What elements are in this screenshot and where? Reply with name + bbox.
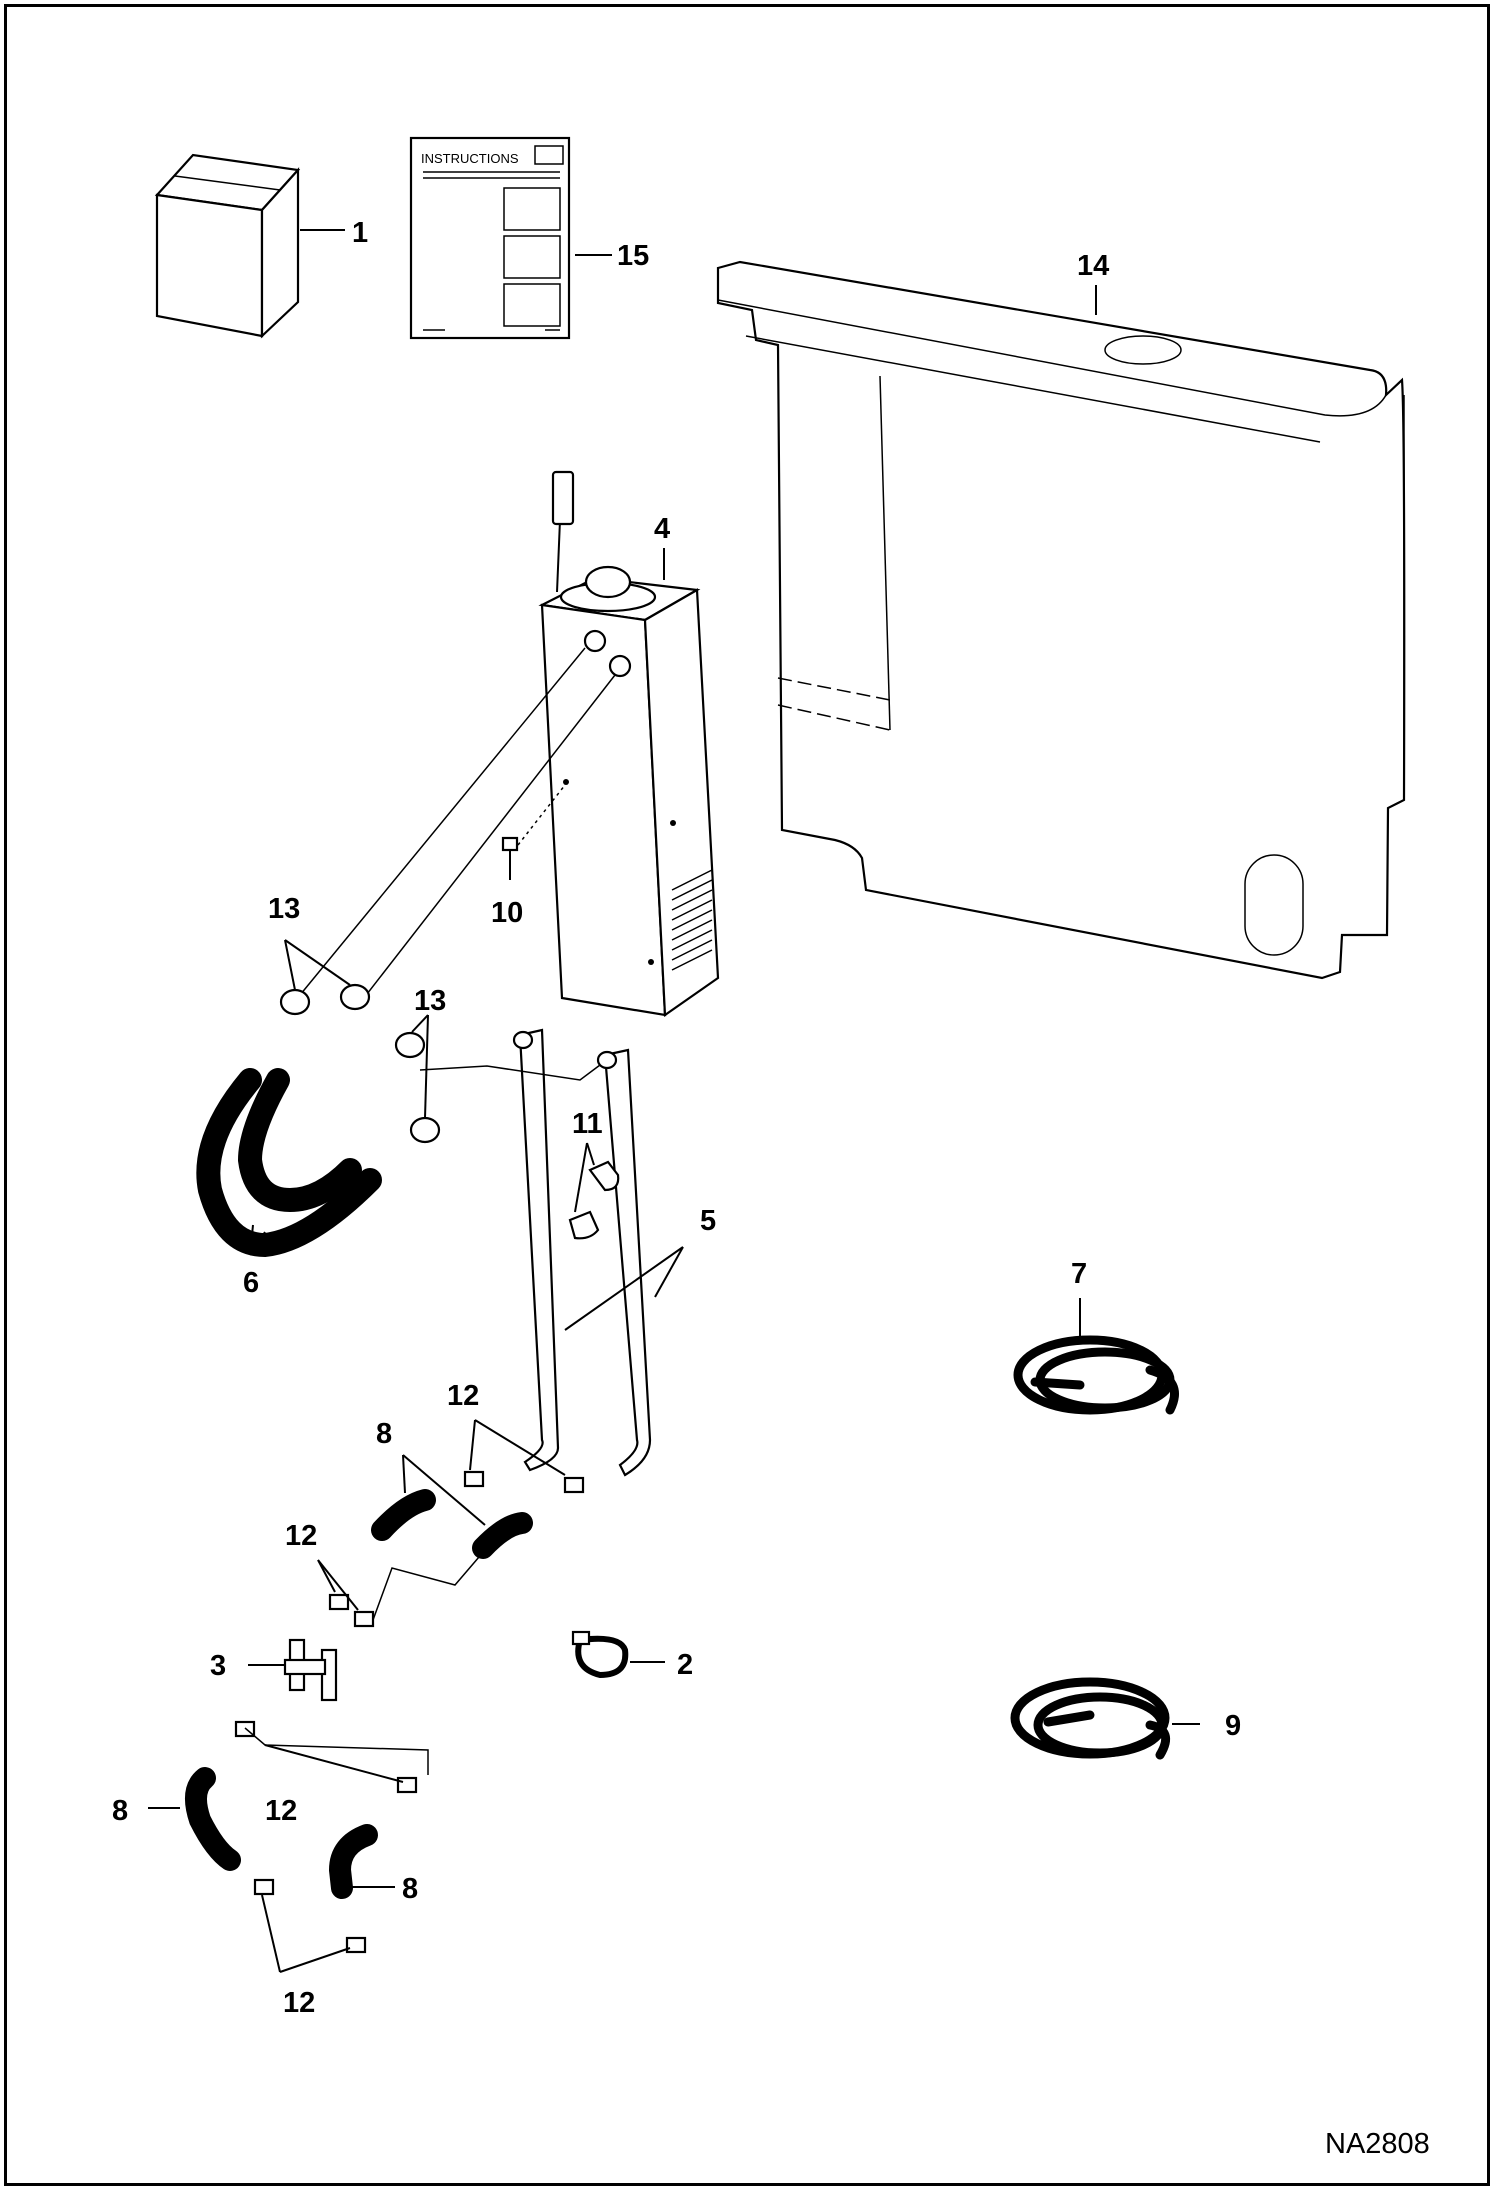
part-hoses-6: [196, 1068, 382, 1258]
callout-12a: 12: [447, 1380, 479, 1412]
callout-11: 11: [572, 1108, 603, 1140]
callout-10: 10: [491, 897, 523, 929]
callout-12b: 12: [285, 1520, 317, 1552]
callout-1: 1: [352, 217, 368, 249]
callout-4: 4: [654, 513, 670, 545]
callout-15: 15: [617, 240, 649, 272]
part-coil-9: [1010, 1677, 1200, 1760]
callout-5: 5: [700, 1205, 716, 1237]
part-clamps-13: [279, 939, 441, 1144]
part-coil-7: [1013, 1298, 1179, 1415]
callout-13b: 13: [414, 985, 446, 1017]
part-hoses-8: [148, 1454, 533, 1899]
callout-14: 14: [1077, 250, 1109, 282]
part-instruction-sheet: INSTRUCTIONS: [409, 136, 612, 340]
reference-code: NA2808: [1325, 2128, 1430, 2160]
callout-9: 9: [1225, 1710, 1241, 1742]
callout-8b: 8: [112, 1795, 128, 1827]
part-clamps-12: [234, 1419, 585, 1973]
part-fittings-3: [248, 1638, 338, 1702]
callout-7: 7: [1071, 1258, 1087, 1290]
callout-13a: 13: [268, 893, 300, 925]
part-box: [154, 153, 345, 339]
part-screw: [501, 784, 566, 880]
callout-12c: 12: [265, 1795, 297, 1827]
callout-2: 2: [677, 1649, 693, 1681]
part-panel: [716, 260, 1406, 980]
callout-6: 6: [243, 1267, 259, 1299]
part-clips-11: [568, 1142, 620, 1240]
callout-8a: 8: [376, 1418, 392, 1450]
callout-12d: 12: [283, 1987, 315, 2019]
callout-3: 3: [210, 1650, 226, 1682]
part-tubes-5: [419, 1028, 684, 1477]
part-clamp-2: [571, 1630, 665, 1679]
callout-8c: 8: [402, 1873, 418, 1905]
part-heater: [538, 470, 720, 1018]
instructions-text: INSTRUCTIONS: [421, 151, 519, 166]
